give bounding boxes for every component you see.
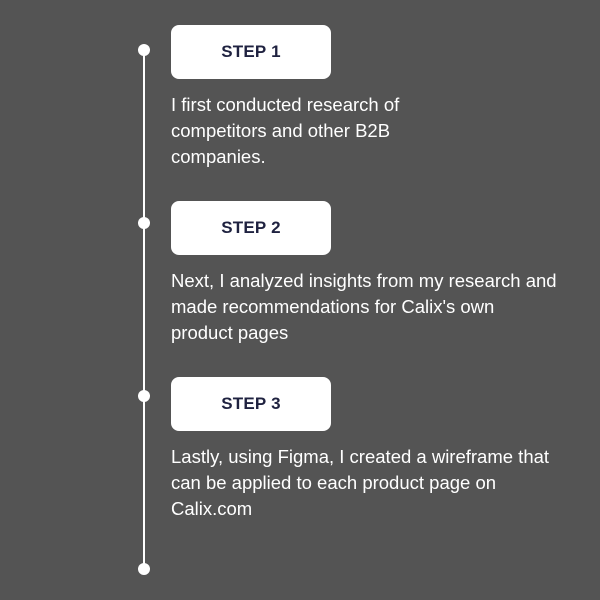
step-3-label: STEP 3 [221, 394, 281, 413]
step-1-label: STEP 1 [221, 42, 281, 61]
step-1-description: I first conducted research of competitor… [171, 94, 400, 167]
step-1-box: STEP 1 [171, 25, 331, 79]
step-2-label: STEP 2 [221, 218, 281, 237]
step-3-box: STEP 3 [171, 377, 331, 431]
timeline-dot-step-1 [138, 44, 150, 56]
timeline-dot-step-2 [138, 217, 150, 229]
step-2-description: Next, I analyzed insights from my resear… [171, 270, 557, 343]
timeline-line [143, 50, 145, 569]
step-3-description: Lastly, using Figma, I created a wirefra… [171, 446, 550, 519]
timeline-dot-step-3 [138, 390, 150, 402]
step-2-box: STEP 2 [171, 201, 331, 255]
timeline-dot-end [138, 563, 150, 575]
